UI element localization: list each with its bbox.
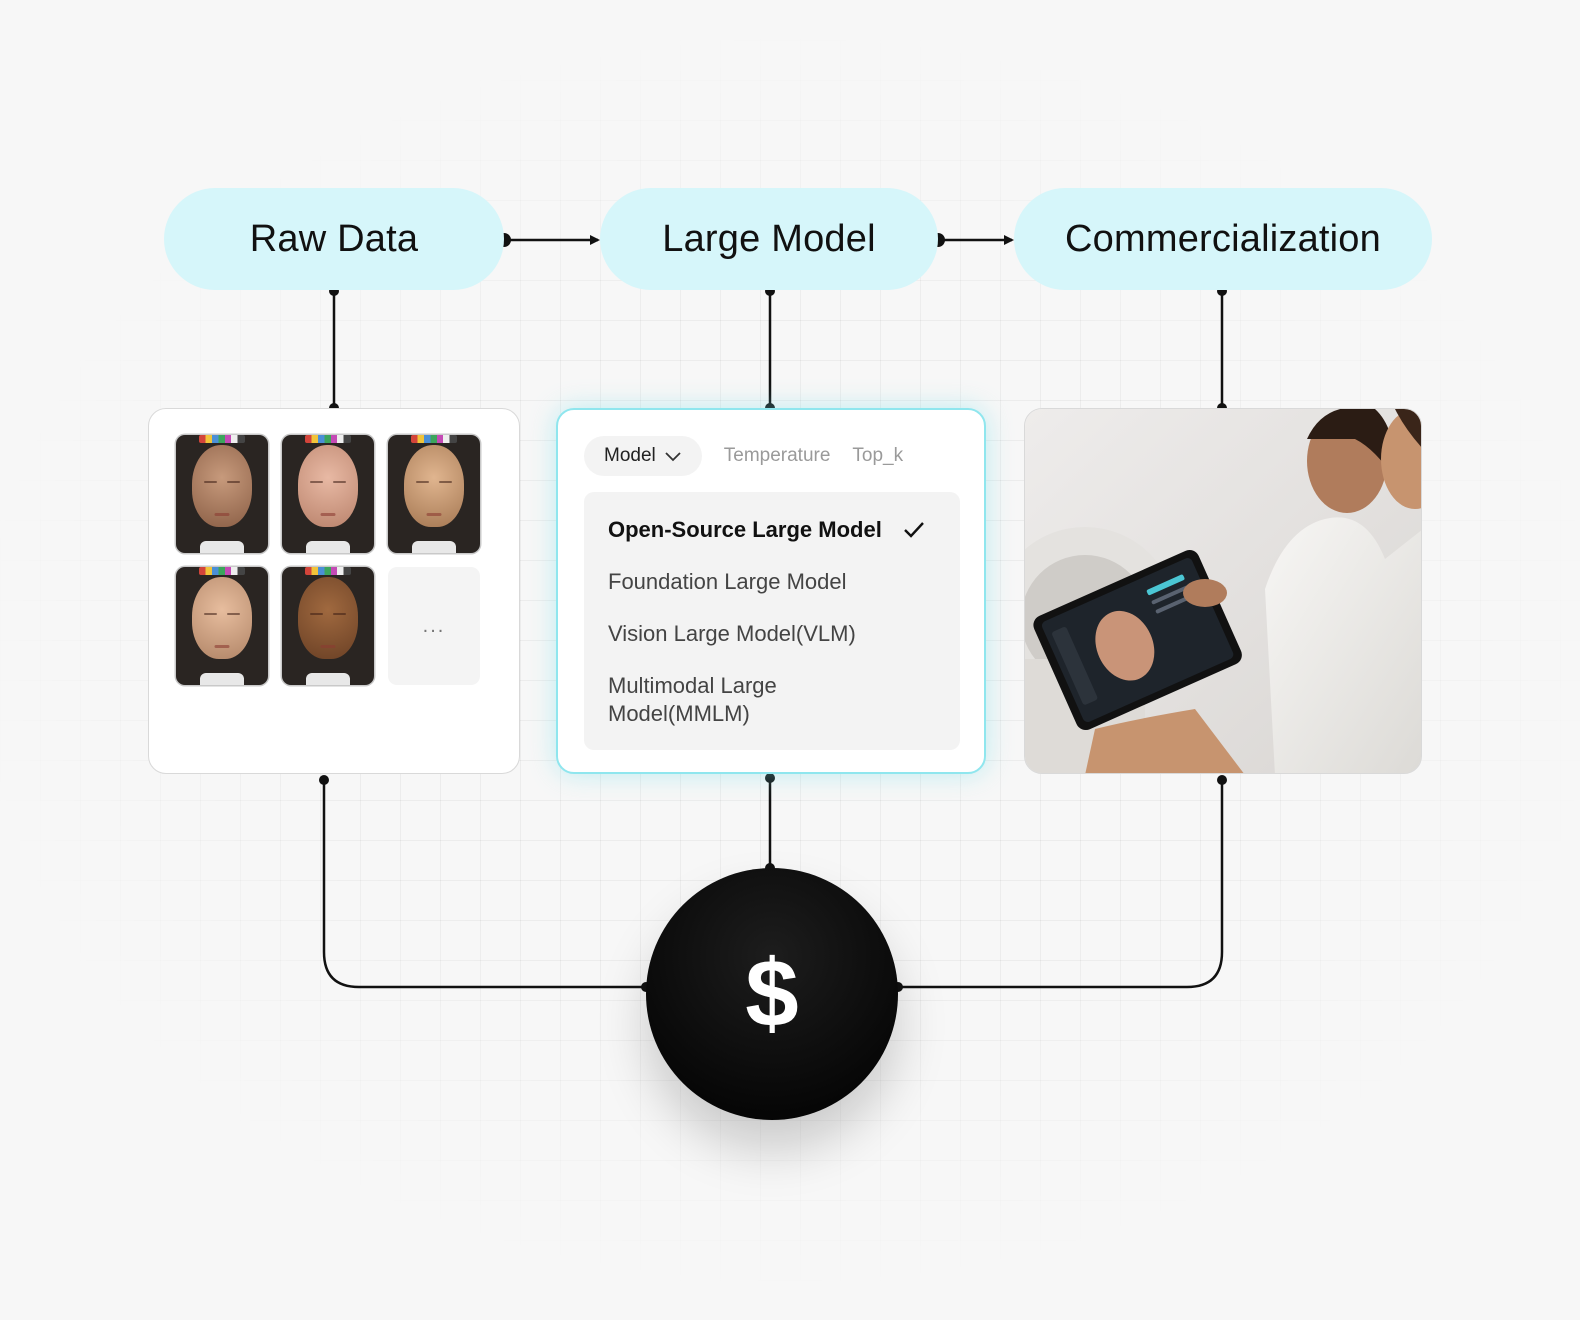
option-multimodal-large-model[interactable]: Multimodal Large Model(MMLM) xyxy=(608,673,777,726)
stage-large-model-label: Large Model xyxy=(662,217,876,260)
option-open-source-large-model[interactable]: Open-Source Large Model xyxy=(608,517,882,542)
stage-commercialization: Commercialization xyxy=(1014,188,1432,290)
face-thumbnail-2[interactable] xyxy=(282,435,374,553)
face-thumbnail-4[interactable] xyxy=(176,567,268,685)
stage-commercialization-label: Commercialization xyxy=(1065,217,1381,260)
revenue-coin: $ xyxy=(646,868,898,1120)
skin-analysis-tablet-illustration xyxy=(1025,409,1421,773)
face-thumbnail-5[interactable] xyxy=(282,567,374,685)
tab-model-label: Model xyxy=(604,445,656,466)
commercialization-photo xyxy=(1024,408,1422,774)
stage-large-model: Large Model xyxy=(600,188,938,290)
option-vision-large-model[interactable]: Vision Large Model(VLM) xyxy=(608,621,856,646)
stage-raw-data-label: Raw Data xyxy=(249,217,419,260)
model-dropdown-list: Open-Source Large Model Foundation Large… xyxy=(584,492,960,750)
tab-temperature[interactable]: Temperature xyxy=(723,445,831,466)
face-thumbnail-1[interactable] xyxy=(176,435,268,553)
ellipsis-icon: ... xyxy=(422,614,446,637)
face-thumbnail-3[interactable] xyxy=(388,435,480,553)
chevron-down-icon xyxy=(665,452,681,462)
tab-model[interactable]: Model xyxy=(584,436,702,476)
raw-data-card: ... xyxy=(148,408,520,774)
stage-raw-data: Raw Data xyxy=(164,188,504,290)
check-icon xyxy=(904,522,924,538)
dollar-icon: $ xyxy=(745,940,799,1047)
option-foundation-large-model[interactable]: Foundation Large Model xyxy=(608,569,847,594)
model-tabs: Model Temperature Top_k xyxy=(584,436,903,476)
model-config-card: Model Temperature Top_k Open-Source Larg… xyxy=(556,408,986,774)
tab-top-k[interactable]: Top_k xyxy=(852,445,904,466)
more-thumbnails-tile[interactable]: ... xyxy=(388,567,480,685)
